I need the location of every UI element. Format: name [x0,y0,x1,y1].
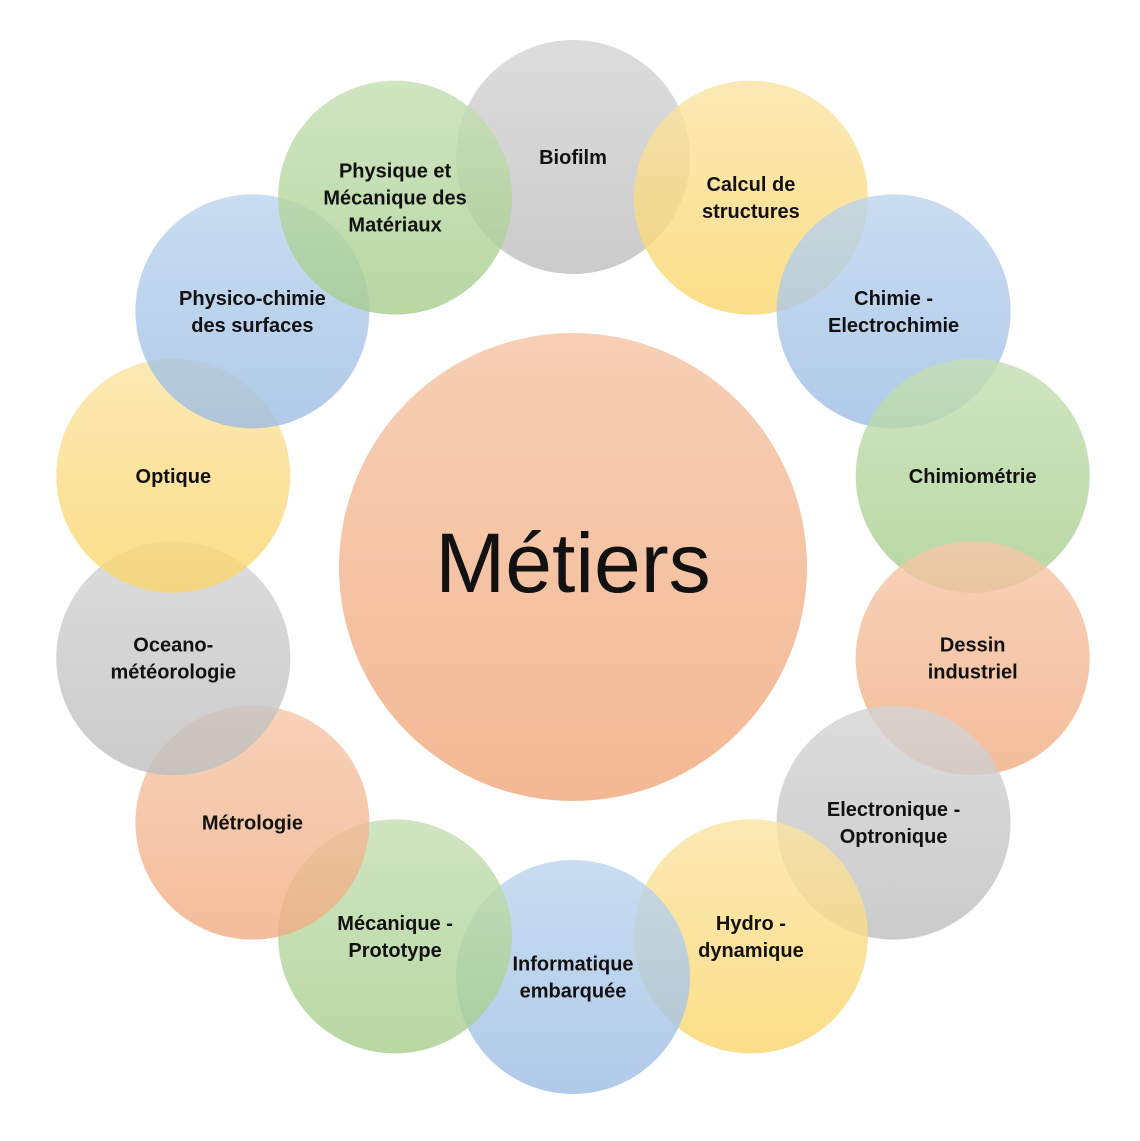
node-label-line: météorologie [111,662,237,684]
node-label-line: dynamique [698,940,804,962]
node-label-line: Electronique - [827,799,960,821]
node-circle-physique [278,80,513,315]
node-label-line: Calcul de [706,174,795,196]
node-biofilm: Biofilm [456,40,690,274]
node-label-line: Electrochimie [828,315,959,337]
node-label-calcul: Calcul de structures [702,174,800,223]
node-label-oceano: Oceano-météorologie [111,635,237,684]
node-label-line: Informatique [512,954,633,976]
node-informatique: Informatique embarquée [456,860,690,1094]
node-label-line: Mécanique - [337,913,453,935]
node-label-optique: Optique [136,466,212,488]
node-label-electronique: Electronique - Optronique [827,799,960,848]
center-label: Métiers [435,516,710,610]
node-circle-oceano [56,541,291,776]
node-label-line: Dessin [940,635,1006,657]
node-label-line: Hydro - [716,913,786,935]
node-label-line: Chimiométrie [909,466,1037,488]
node-label-chimie: Chimie - Electrochimie [828,288,959,337]
node-label-dessin: Dessin industriel [928,635,1018,684]
node-circle-hydro [633,819,868,1054]
center-node: Métiers [339,333,807,801]
node-circle-biofilm [456,40,690,274]
node-label-line: Métrologie [202,813,303,835]
node-circle-chimiometrie [855,358,1090,593]
node-label-line: structures [702,201,800,223]
node-oceano: Oceano-météorologie [56,541,291,776]
node-label-hydro: Hydro - dynamique [698,913,804,962]
node-chimiometrie: Chimiométrie [855,358,1090,593]
node-label-metrologie: Métrologie [202,813,303,835]
node-label-biofilm: Biofilm [539,147,607,169]
node-label-line: embarquée [520,981,627,1003]
node-label-line: Oceano- [133,635,213,657]
center-circle [339,333,807,801]
node-hydro: Hydro - dynamique [633,819,868,1054]
node-label-line: Physique et [339,161,452,183]
node-label-line: Mécanique des [323,188,466,210]
node-label-line: Physico-chimie [179,288,326,310]
node-label-line: des surfaces [191,315,313,337]
node-label-line: Optronique [840,826,948,848]
node-label-line: Biofilm [539,147,607,169]
node-label-line: Prototype [348,940,441,962]
node-label-line: industriel [928,662,1018,684]
node-label-mecanique: Mécanique - Prototype [337,913,453,962]
node-label-chimiometrie: Chimiométrie [909,466,1037,488]
node-label-line: Optique [136,466,212,488]
node-label-line: Chimie - [854,288,933,310]
node-label-line: Matériaux [348,215,441,237]
node-label-informatique: Informatique embarquée [512,954,633,1003]
node-label-physico: Physico-chimie des surfaces [179,288,326,337]
node-circle-informatique [456,860,690,1094]
